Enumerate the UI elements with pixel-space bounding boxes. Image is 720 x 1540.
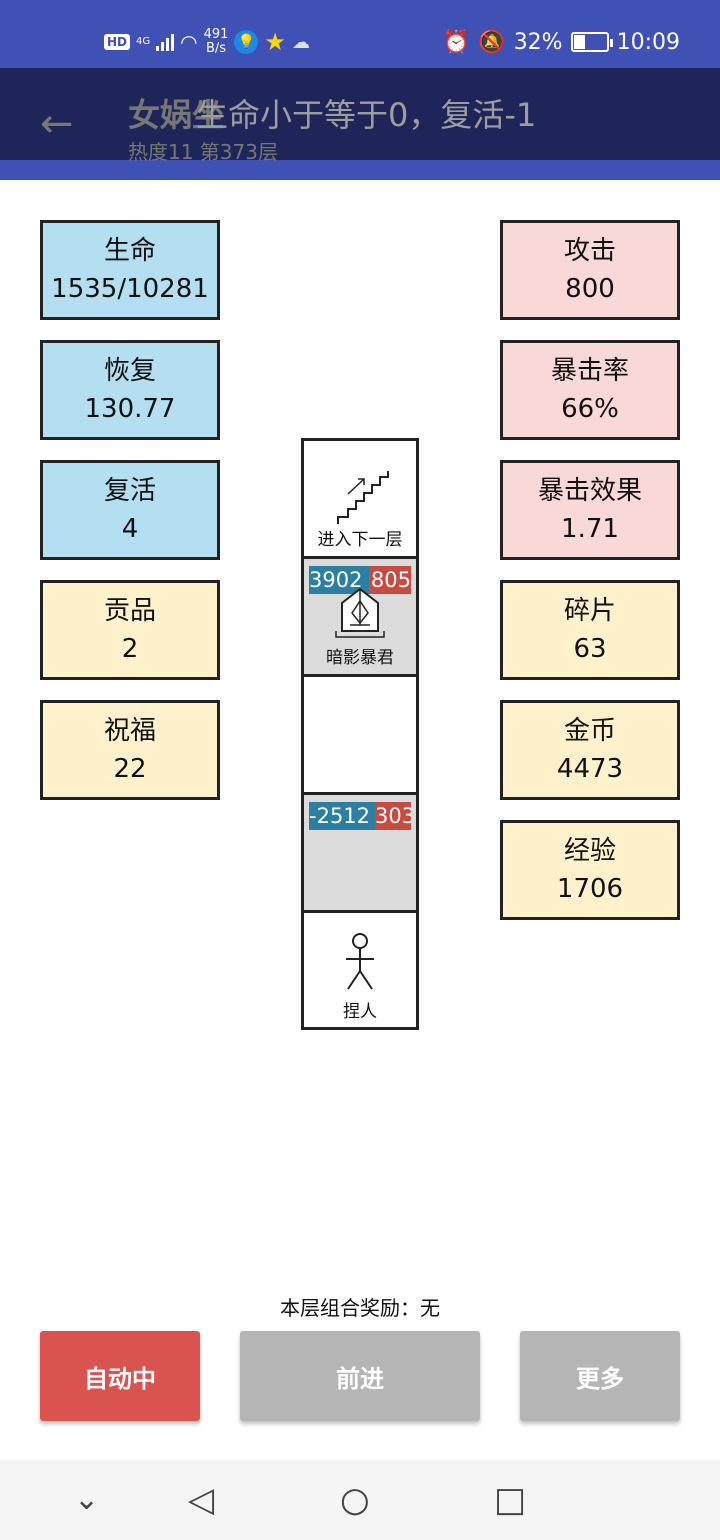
nav-home-icon[interactable]: ○ <box>340 1480 370 1520</box>
page-title: 女娲坐 <box>128 96 225 134</box>
speed-value: 491 <box>203 27 229 42</box>
app-bar <box>0 68 720 160</box>
cloud-icon: ☁ <box>291 31 310 53</box>
back-arrow-icon[interactable]: ← <box>40 101 74 147</box>
stat-label: 暴击率 <box>550 356 629 386</box>
more-button[interactable]: 更多 <box>520 1331 680 1421</box>
alarm-icon: ⏰ <box>442 29 471 55</box>
stat-card-gold: 金币 4473 <box>500 700 680 800</box>
speed-unit: B/s <box>205 41 227 56</box>
stat-card-crit-effect: 暴击效果 1.71 <box>500 460 680 560</box>
tower-column: 进入下一层 3902 805 暗影暴君 -2512 303 <box>301 438 419 1030</box>
stat-value: 22 <box>113 754 147 784</box>
nav-recents-icon[interactable]: □ <box>494 1480 527 1520</box>
stat-label: 生命 <box>103 236 156 266</box>
stat-label: 暴击效果 <box>537 476 642 506</box>
stat-card-exp: 经验 1706 <box>500 820 680 920</box>
stat-value: 66% <box>561 394 619 424</box>
stat-value: 1535/10281 <box>51 274 209 304</box>
status-right: ⏰ 🔕 32% 10:09 <box>443 22 680 62</box>
stat-card-blessing: 祝福 22 <box>40 700 220 800</box>
stat-card-hp: 生命 1535/10281 <box>40 220 220 320</box>
star-icon: ★ <box>264 28 286 56</box>
system-nav-bar: ⌄ ◁ ○ □ <box>0 1460 720 1540</box>
stat-value: 63 <box>573 634 607 664</box>
wifi-icon: ◠ <box>180 30 198 54</box>
tower-cell-enemy[interactable]: -2512 303 <box>304 795 416 913</box>
app-bar-underline <box>0 160 720 180</box>
floor-combo-bonus: 本层组合奖励：无 <box>280 1296 440 1320</box>
shadow-tyrant-icon <box>335 587 385 638</box>
nav-back-icon[interactable]: ◁ <box>188 1480 215 1520</box>
stat-card-shards: 碎片 63 <box>500 580 680 680</box>
boss-hp-right: 805 <box>369 566 411 594</box>
enemy-hp-bar: -2512 303 <box>309 802 411 830</box>
stat-value: 800 <box>565 274 615 304</box>
tower-cell-stairs[interactable]: 进入下一层 <box>304 441 416 559</box>
chevron-down-icon[interactable]: ⌄ <box>74 1482 100 1517</box>
stat-value: 1.71 <box>561 514 619 544</box>
stat-label: 贡品 <box>103 596 156 626</box>
stat-value: 4 <box>121 514 139 544</box>
stat-card-tribute: 贡品 2 <box>40 580 220 680</box>
clock: 10:09 <box>616 29 680 55</box>
tower-cell-player[interactable]: 捏人 <box>304 913 416 1031</box>
lightbulb-icon: 💡 <box>234 30 259 54</box>
stat-card-attack: 攻击 800 <box>500 220 680 320</box>
enemy-hp-right: 303 <box>375 802 411 830</box>
forward-button[interactable]: 前进 <box>240 1331 480 1421</box>
network-type: 4G <box>136 36 151 47</box>
stat-label: 复活 <box>103 476 156 506</box>
signal-icon <box>156 33 175 51</box>
stick-figure-icon <box>346 933 374 990</box>
status-left: HD 4G ◠ 491 B/s 💡 ★ ☁ <box>104 22 310 62</box>
tower-cell-boss[interactable]: 3902 805 暗影暴君 <box>304 559 416 677</box>
toast-message: 生命小于等于0，复活-1 <box>196 96 537 134</box>
boss-hp-bar: 3902 805 <box>309 566 411 594</box>
tower-cell-empty[interactable] <box>304 677 416 795</box>
stat-label: 碎片 <box>563 596 616 626</box>
battery-percent: 32% <box>513 29 563 55</box>
stat-label: 金币 <box>563 716 616 746</box>
mute-bell-icon: 🔕 <box>478 29 506 55</box>
battery-icon <box>570 32 613 52</box>
stairs-label: 进入下一层 <box>317 530 403 550</box>
stat-label: 攻击 <box>563 236 616 266</box>
stat-label: 祝福 <box>103 716 156 746</box>
stat-card-revive: 复活 4 <box>40 460 220 560</box>
stat-value: 1706 <box>556 874 624 904</box>
stat-label: 经验 <box>563 836 616 866</box>
stairs-icon <box>337 471 389 524</box>
boss-name: 暗影暴君 <box>326 648 394 668</box>
stat-card-crit-rate: 暴击率 66% <box>500 340 680 440</box>
stat-value: 2 <box>121 634 139 664</box>
status-bar: HD 4G ◠ 491 B/s 💡 ★ ☁ ⏰ 🔕 32% 10:09 <box>0 0 720 68</box>
stat-value: 4473 <box>556 754 624 784</box>
hd-badge: HD <box>104 34 131 50</box>
stat-card-regen: 恢复 130.77 <box>40 340 220 440</box>
player-label: 捏人 <box>343 1002 377 1022</box>
enemy-hp-left: -2512 <box>309 802 375 830</box>
network-speed: 491 B/s <box>204 28 229 56</box>
page-subtitle: 热度11 第373层 <box>128 140 278 164</box>
stat-label: 恢复 <box>103 356 156 386</box>
auto-button[interactable]: 自动中 <box>40 1331 200 1421</box>
stat-value: 130.77 <box>84 394 176 424</box>
